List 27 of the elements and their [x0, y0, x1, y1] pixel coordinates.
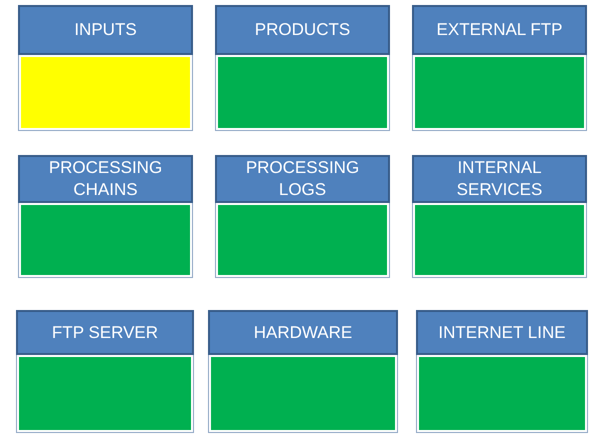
status-block	[218, 57, 387, 128]
panel-title: INTERNAL SERVICES	[456, 157, 544, 201]
status-block	[415, 205, 584, 275]
status-panel	[18, 155, 193, 278]
panel-title: INTERNET LINE	[437, 322, 567, 344]
status-panel	[215, 155, 390, 278]
status-block	[211, 357, 395, 430]
status-block	[19, 357, 191, 430]
status-panel	[208, 310, 398, 433]
status-panel	[215, 5, 390, 131]
status-panel	[18, 5, 193, 131]
status-block	[21, 205, 190, 275]
status-block	[218, 205, 387, 275]
panel-title: INPUTS	[73, 19, 138, 41]
panel-title: FTP SERVER	[50, 322, 160, 344]
status-block	[419, 357, 585, 430]
panel-title: PROCESSING LOGS	[244, 157, 360, 201]
status-block	[415, 57, 584, 128]
status-block	[21, 57, 190, 128]
panel-title: PROCESSING CHAINS	[48, 157, 164, 201]
status-panel	[16, 310, 194, 433]
panel-title: HARDWARE	[252, 322, 354, 344]
status-panel	[412, 5, 587, 131]
panel-title: PRODUCTS	[254, 19, 352, 41]
status-panel	[416, 310, 588, 433]
panel-title: EXTERNAL FTP	[436, 19, 564, 41]
status-panel	[412, 155, 587, 278]
